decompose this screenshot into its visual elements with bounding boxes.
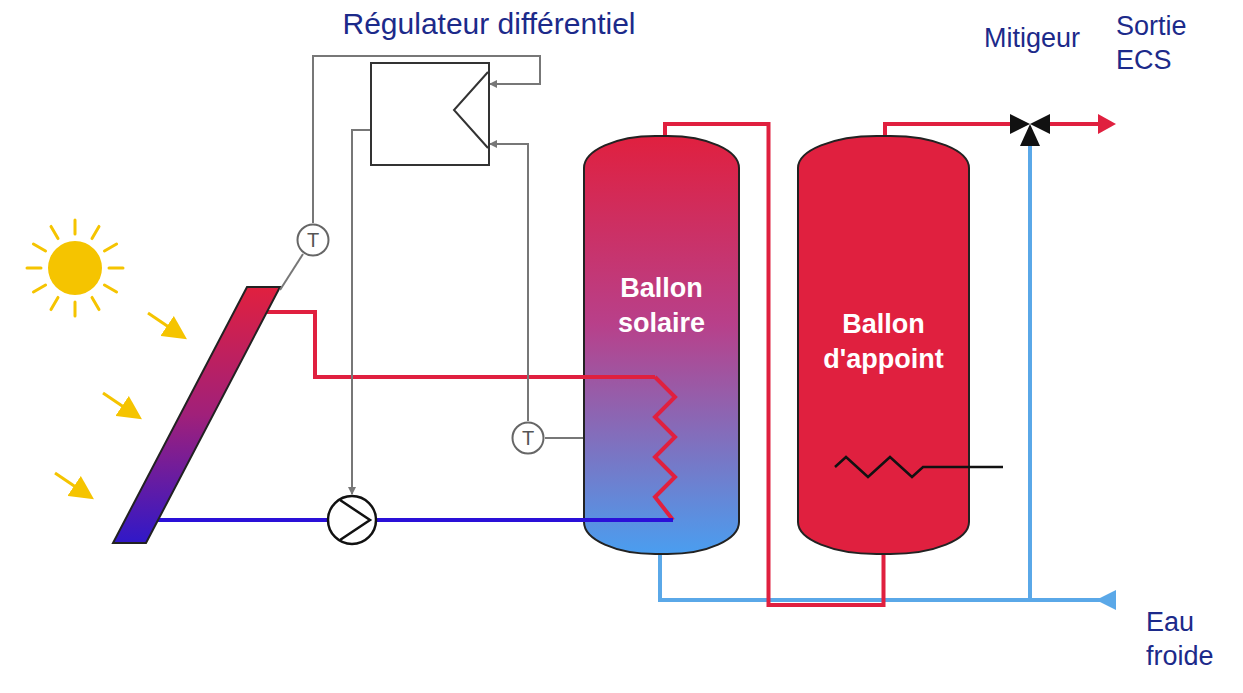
solar-collector bbox=[113, 287, 280, 543]
regulator-label: Régulateur différentiel bbox=[300, 6, 678, 42]
sensor-letter: T bbox=[511, 421, 545, 455]
signal-line bbox=[490, 144, 528, 421]
temperature-sensor: T bbox=[511, 421, 545, 455]
tank-label: Ballon solaire bbox=[591, 271, 732, 341]
mixing-valve bbox=[1010, 114, 1050, 146]
inlet-arrowhead bbox=[1096, 590, 1116, 610]
outlet-label: Sortie ECS bbox=[1116, 10, 1234, 78]
inlet-label: Eau froide bbox=[1146, 606, 1238, 674]
sensor-letter: T bbox=[296, 223, 330, 257]
temperature-sensor: T bbox=[296, 223, 330, 257]
sun bbox=[27, 220, 123, 316]
regulator-box bbox=[370, 62, 490, 166]
sensor-lead bbox=[545, 437, 583, 439]
cold-to-mixer bbox=[1028, 143, 1032, 600]
storage-tank: Ballon d'appoint bbox=[797, 135, 970, 555]
outlet-arrowhead bbox=[1098, 114, 1116, 134]
valve-label: Mitigeur bbox=[984, 22, 1114, 56]
hot-pipe bbox=[265, 312, 600, 377]
heat-exchanger-coil bbox=[655, 377, 675, 520]
signal-line bbox=[313, 56, 540, 223]
control-line bbox=[352, 130, 370, 494]
storage-tank: Ballon solaire bbox=[583, 135, 740, 555]
tank-shape bbox=[583, 135, 740, 555]
cold-water-pipe bbox=[660, 550, 1100, 600]
tank-label: Ballon d'appoint bbox=[805, 307, 962, 377]
comparator-symbol bbox=[372, 64, 488, 164]
hot-outlet bbox=[1050, 122, 1100, 126]
hot-water-pipe bbox=[885, 124, 1011, 135]
sensor-lead bbox=[280, 254, 303, 290]
heating-element bbox=[835, 457, 930, 477]
pump bbox=[328, 496, 376, 544]
